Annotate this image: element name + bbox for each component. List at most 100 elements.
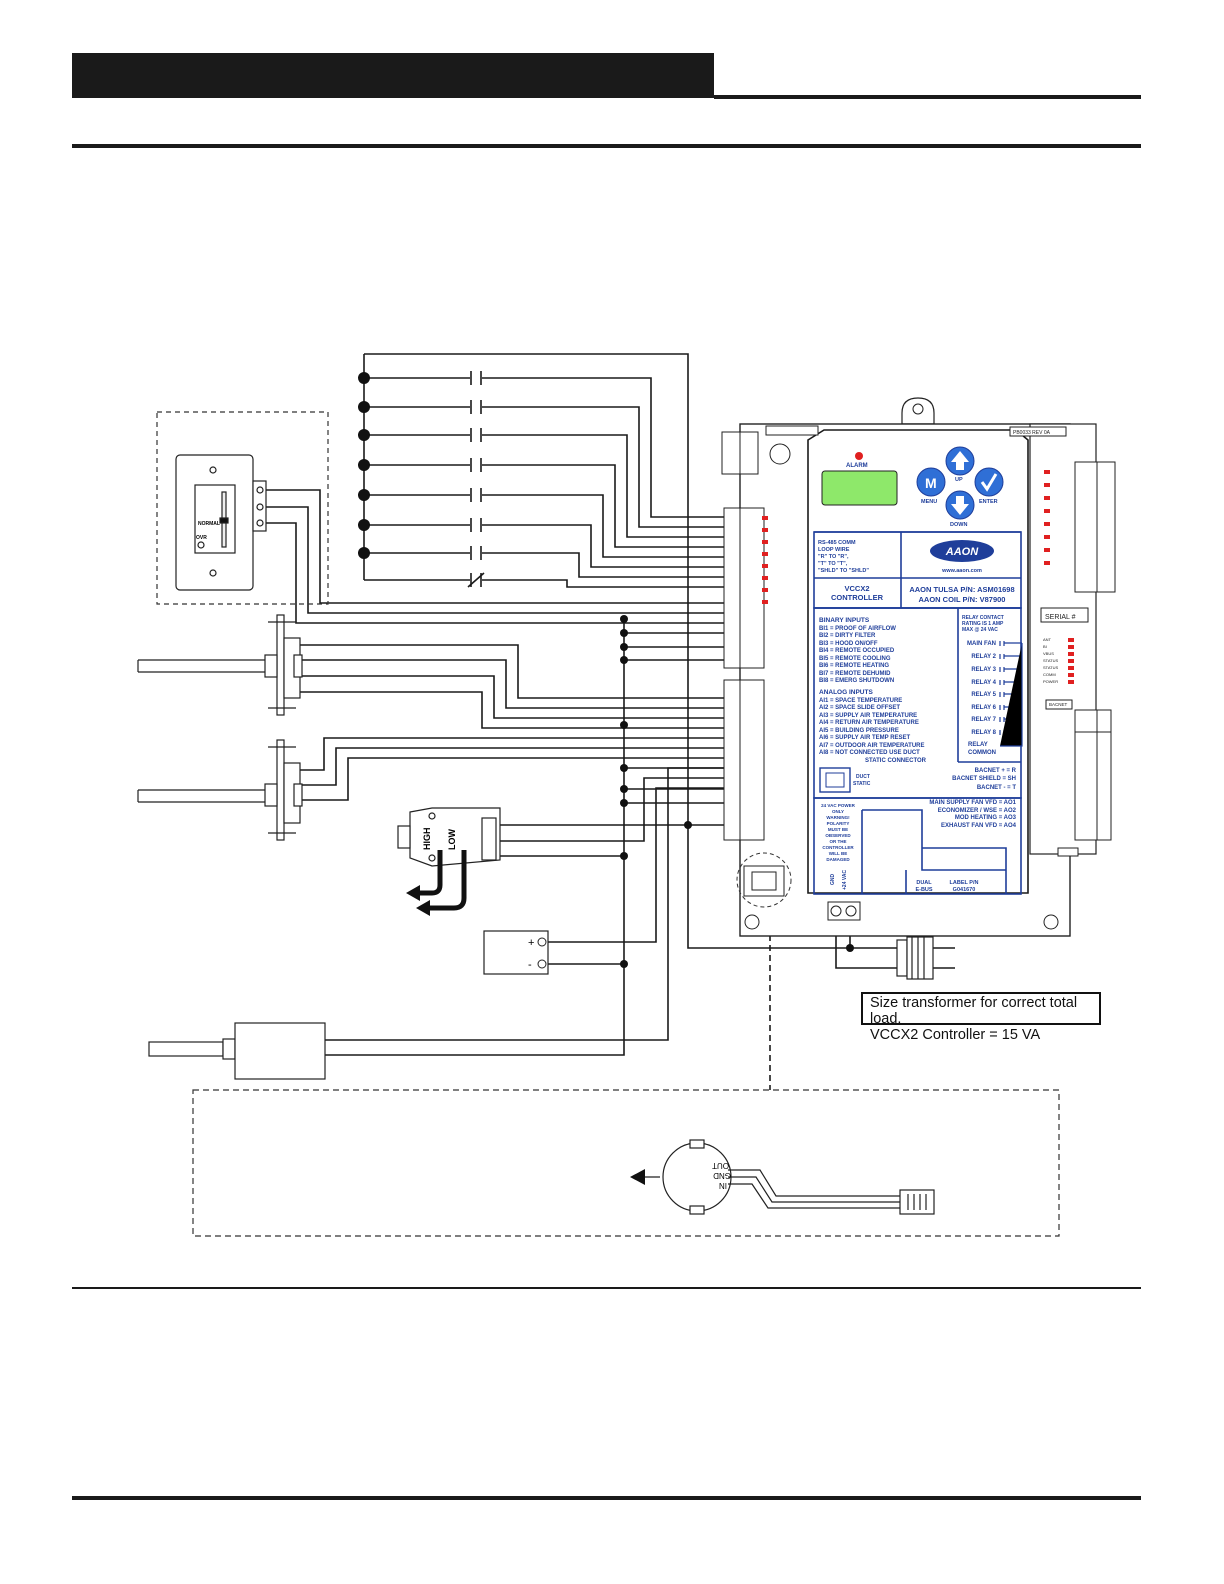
svg-text:BI5 = REMOTE COOLING: BI5 = REMOTE COOLING [819,656,891,662]
bi3-wire [364,434,740,538]
revision-label: PB0033 REV 0A [1013,430,1051,436]
svg-text:24 VAC POWER: 24 VAC POWER [821,803,855,808]
svg-text:OR THE: OR THE [829,839,846,844]
svg-text:"SHLD" TO "SHLD": "SHLD" TO "SHLD" [818,568,869,574]
menu-label: MENU [921,499,937,505]
svg-text:CONTROLLER: CONTROLLER [831,593,884,602]
svg-text:BI4 = REMOTE OCCUPIED: BI4 = REMOTE OCCUPIED [819,648,895,654]
svg-text:GND: GND [830,874,836,886]
svg-text:"T" TO "T",: "T" TO "T", [818,561,848,567]
ovr-label: OVR [196,535,207,541]
pressure-tubes [418,850,467,911]
minus-terminal: - [528,959,532,971]
alarm-led [855,452,863,460]
enter-label: ENTER [979,499,998,505]
svg-text:RELAY 8: RELAY 8 [971,730,996,736]
header-rule [714,95,1141,99]
space-sensor-enclosure [156,411,329,605]
svg-text:RELAY 4: RELAY 4 [971,680,996,686]
svg-text:AI5 = BUILDING PRESSURE: AI5 = BUILDING PRESSURE [819,728,899,734]
svg-text:BI: BI [1043,644,1047,649]
space-sensor-wire-1 [266,489,740,604]
svg-text:WILL BE: WILL BE [829,851,847,856]
svg-text:POLARITY: POLARITY [827,821,850,826]
svg-text:RATING IS 1 AMP: RATING IS 1 AMP [962,621,1004,627]
svg-text:MAX @ 24 VAC: MAX @ 24 VAC [962,627,998,633]
gnd-label: GND [713,1171,731,1180]
svg-text:BI1 = PROOF OF AIRFLOW: BI1 = PROOF OF AIRFLOW [819,626,896,632]
svg-text:LOOP WIRE: LOOP WIRE [818,547,850,553]
bi5-wire [364,494,740,558]
up-label: UP [955,477,963,483]
menu-m-glyph: M [925,475,937,491]
svg-text:OBSERVED: OBSERVED [825,833,851,838]
svg-text:RELAY 7: RELAY 7 [971,717,996,723]
website-label: www.aaon.com [941,568,982,574]
binary-inputs-title: BINARY INPUTS [819,617,870,624]
menu-button-graphic [916,467,946,497]
bi2-wire [364,406,740,528]
svg-text:COMMON: COMMON [968,750,996,756]
down-label: DOWN [950,522,967,528]
svg-text:STATUS: STATUS [1043,658,1059,663]
svg-text:EXHAUST FAN VFD = AO4: EXHAUST FAN VFD = AO4 [941,823,1017,829]
svg-text:MAIN SUPPLY FAN VFD = AO1: MAIN SUPPLY FAN VFD = AO1 [929,800,1016,806]
svg-text:CONTROLLER: CONTROLLER [822,845,854,850]
high-label: HIGH [422,828,432,851]
out-label: OUT [712,1161,729,1170]
svg-text:BI7 = REMOTE DEHUMID: BI7 = REMOTE DEHUMID [819,671,891,677]
svg-text:BI6 = REMOTE HEATING: BI6 = REMOTE HEATING [819,663,889,669]
svg-text:STATIC: STATIC [853,781,871,787]
relay-1-label: MAIN FAN [967,641,996,647]
svg-text:G041670: G041670 [953,887,976,893]
space-sensor [175,454,267,591]
svg-text:AI4 = RETURN AIR TEMPERATURE: AI4 = RETURN AIR TEMPERATURE [819,720,919,726]
svg-text:AI7 = OUTDOOR AIR TEMPERATURE: AI7 = OUTDOOR AIR TEMPERATURE [819,743,925,749]
coil-pn: AAON COIL P/N: V87900 [919,595,1006,604]
power-terminal-block [483,930,549,975]
svg-text:E-BUS: E-BUS [915,887,932,893]
duct-temp-sensor-1 [137,614,303,716]
bi4-wire [364,464,740,548]
svg-text:BACNET SHIELD = SH: BACNET SHIELD = SH [952,776,1016,782]
plus-terminal: + [528,937,534,949]
svg-text:+24 VAC: +24 VAC [842,870,848,890]
svg-text:BI3 = HOOD ON/OFF: BI3 = HOOD ON/OFF [819,641,878,647]
static-pressure-sensor [632,1139,935,1215]
svg-text:RELAY 3: RELAY 3 [971,667,996,673]
svg-text:RELAY 6: RELAY 6 [971,705,996,711]
vccx2-controller: M [721,397,1116,937]
svg-text:DUCT: DUCT [856,774,870,780]
pressure-sensor [397,807,501,867]
svg-text:STATIC CONNECTOR: STATIC CONNECTOR [865,758,927,764]
svg-text:BI8 = EMERG SHUTDOWN: BI8 = EMERG SHUTDOWN [819,678,894,684]
svg-text:STATUS: STATUS [1043,665,1059,670]
note-line-2: VCCX2 Controller = 15 VA [870,1027,1041,1043]
svg-text:RELAY: RELAY [968,742,988,748]
svg-text:LABEL P/N: LABEL P/N [950,880,979,886]
bi8-wire [364,579,740,588]
svg-text:"R" TO "R",: "R" TO "R", [818,554,849,560]
svg-text:RELAY 2: RELAY 2 [971,654,996,660]
bi1-wire [364,377,740,518]
svg-text:AI2 = SPACE SLIDE OFFSET: AI2 = SPACE SLIDE OFFSET [819,705,900,711]
transformer-plug [896,936,934,980]
svg-text:AI3 = SUPPLY AIR TEMPERATURE: AI3 = SUPPLY AIR TEMPERATURE [819,713,917,719]
header-bar [72,53,714,98]
svg-text:ECONOMIZER / WSE = AO2: ECONOMIZER / WSE = AO2 [938,808,1017,814]
svg-text:RELAY 5: RELAY 5 [971,692,996,698]
svg-text:MUST BE: MUST BE [828,827,848,832]
svg-text:MOD HEATING = AO3: MOD HEATING = AO3 [955,815,1017,821]
svg-text:DAMAGED: DAMAGED [826,857,850,862]
transformer-note: Size transformer for correct total load.… [861,992,1101,1043]
svg-text:BACNET - = T: BACNET - = T [977,785,1017,791]
controller-name: VCCX2 [844,584,869,593]
aaon-logo: AAON [945,546,979,558]
alarm-label: ALARM [846,463,868,469]
footer-rule [72,1496,1141,1500]
low-label: LOW [447,829,457,850]
svg-text:VBUS: VBUS [1043,651,1054,656]
common-bus-wire [364,353,955,949]
note-line-1: Size transformer for correct total load. [870,995,1078,1027]
svg-text:AI1 = SPACE TEMPERATURE: AI1 = SPACE TEMPERATURE [819,698,902,704]
